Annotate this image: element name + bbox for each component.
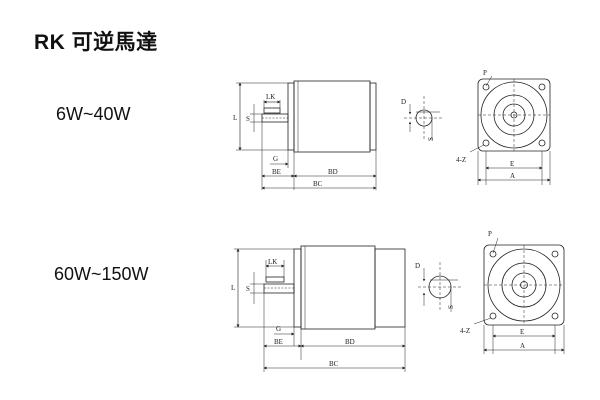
label-g: G [276, 325, 281, 333]
label-p: P [488, 230, 492, 238]
label-4z: 4-Z [456, 156, 466, 164]
label-p: P [483, 69, 487, 77]
shaft-section-row1 [404, 96, 444, 140]
label-a: A [510, 172, 515, 180]
label-s-shaft: S [427, 137, 435, 141]
mount-hole [482, 139, 490, 147]
side-view-labels-row1: LK L S G BE BD BC [233, 93, 338, 188]
label-4z: 4-Z [460, 327, 470, 335]
label-be: BE [272, 168, 281, 176]
front-view-row1 [469, 75, 551, 185]
label-s-shaft: S [447, 305, 455, 309]
label-e: E [510, 160, 514, 168]
mount-hole [489, 250, 497, 258]
label-lk: LK [268, 258, 277, 266]
label-d: D [401, 98, 406, 106]
mount-hole [482, 83, 490, 91]
label-be: BE [274, 338, 283, 346]
label-e: E [520, 328, 524, 336]
mount-hole [489, 312, 497, 320]
page-title: RK 可逆馬達 [34, 31, 158, 54]
shaft [263, 283, 295, 294]
label-bd: BD [345, 338, 355, 346]
mount-hole [538, 139, 546, 147]
label-g: G [273, 155, 278, 163]
label-d: D [415, 262, 420, 270]
label-bd: BD [328, 168, 338, 176]
mount-hole [551, 250, 559, 258]
motor-body [300, 245, 376, 330]
motor-body [293, 80, 371, 153]
power-range-label-2: 60W~150W [54, 264, 149, 284]
mount-hole [551, 312, 559, 320]
label-s-side: S [246, 115, 250, 123]
flange [287, 82, 295, 151]
label-lk: LK [266, 93, 275, 101]
flange [293, 248, 302, 328]
label-s-side: S [246, 285, 250, 293]
side-view-row2 [234, 245, 406, 372]
power-range-label-1: 6W~40W [56, 104, 131, 124]
label-l: L [233, 114, 237, 122]
side-view-row1 [236, 80, 377, 190]
mount-hole [538, 83, 546, 91]
shaft-section-row2 [418, 262, 462, 312]
front-view-row2 [473, 237, 565, 354]
label-a: A [520, 342, 525, 350]
label-bc: BC [313, 180, 323, 188]
side-view-labels-row2: LK L S G BE BD BC [231, 258, 355, 368]
label-l: L [231, 284, 235, 292]
label-bc: BC [329, 360, 339, 368]
